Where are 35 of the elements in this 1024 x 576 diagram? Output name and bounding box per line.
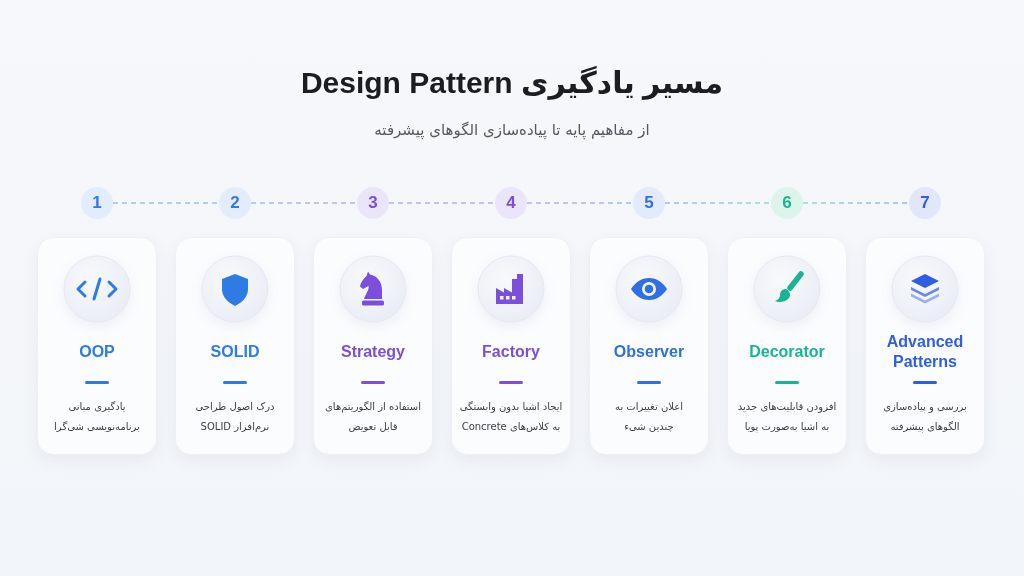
step-number: 1: [81, 187, 113, 219]
step-card: [175, 237, 295, 455]
step-description: افزودن قابلیت‌های جدید به اشیا به‌صورت پویا: [736, 399, 838, 435]
step-number: 3: [357, 187, 389, 219]
step-description: اعلان تغییرات به چندین شیء: [614, 399, 684, 434]
dashed-connector: [664, 202, 772, 204]
step-card: [865, 237, 985, 455]
dashed-connector: [802, 202, 910, 204]
step-number: 4: [495, 187, 527, 219]
subtitle: از مفاهیم پایه تا پیاده‌سازی الگوهای پیشرفته: [374, 120, 650, 141]
dashed-connector: [526, 202, 634, 204]
step-title: SOLID: [210, 342, 260, 362]
dashed-connector: [388, 202, 496, 204]
step-number: 6: [771, 187, 803, 219]
step-card: [727, 237, 847, 455]
step-description: ایجاد اشیا بدون وابستگی به کلاس‌های Concrete: [459, 399, 563, 434]
step-description: درک اصول طراحی نرم‌افزار SOLID: [194, 399, 276, 434]
step-number: 5: [633, 187, 665, 219]
step-title: Observer: [613, 342, 685, 362]
dashed-connector: [250, 202, 358, 204]
step-description: بررسی و پیاده‌سازی الگوهای پیشرفته: [882, 399, 968, 435]
step-title: Strategy: [341, 342, 405, 362]
step-number: 7: [909, 187, 941, 219]
step-title: OOP: [79, 342, 115, 362]
step-description: یادگیری مبانی برنامه‌نویسی شی‌گرا: [53, 399, 141, 434]
step-card: [313, 237, 433, 455]
step-card: [37, 237, 157, 455]
dashed-connector: [112, 202, 220, 204]
step-number: 2: [219, 187, 251, 219]
step-title: Factory: [482, 342, 540, 362]
step-description: استفاده از الگوریتم‌های قابل تعویض: [324, 399, 422, 434]
step-title: Decorator: [749, 342, 825, 362]
step-title: Advanced Patterns: [885, 332, 965, 372]
step-card: [451, 237, 571, 455]
step-card: [589, 237, 709, 455]
